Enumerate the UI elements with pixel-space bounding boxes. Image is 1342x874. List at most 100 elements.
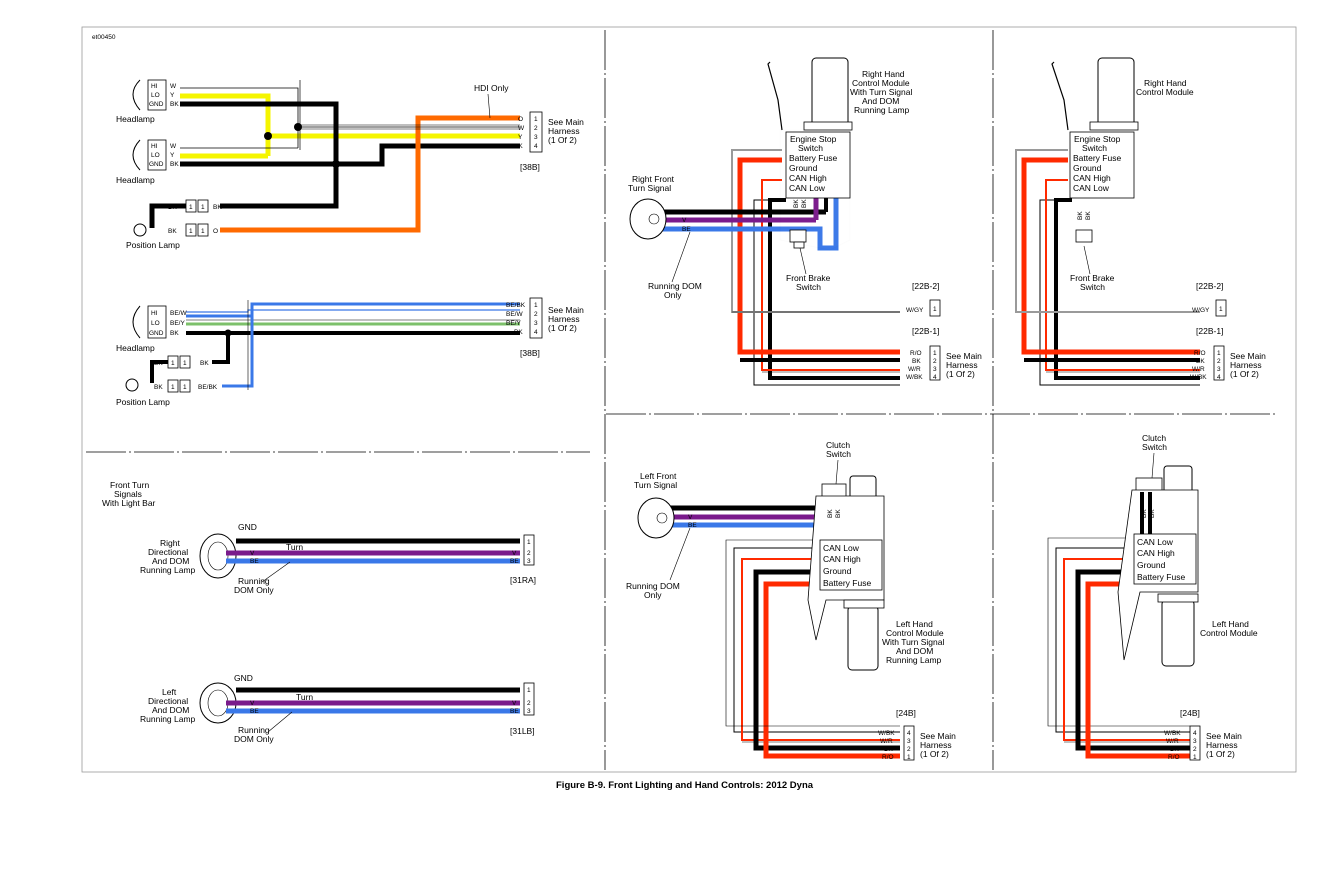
svg-text:BK: BK bbox=[170, 330, 179, 337]
svg-text:4: 4 bbox=[1217, 374, 1221, 381]
svg-text:R/O: R/O bbox=[882, 754, 894, 761]
svg-text:BK: BK bbox=[1170, 746, 1179, 753]
svg-text:2: 2 bbox=[933, 358, 937, 365]
svg-text:3: 3 bbox=[1193, 738, 1197, 745]
svg-text:CAN Low: CAN Low bbox=[1073, 183, 1110, 193]
svg-text:BK: BK bbox=[1085, 211, 1092, 220]
svg-text:[38B]: [38B] bbox=[520, 162, 540, 172]
svg-text:[31RA]: [31RA] bbox=[510, 575, 536, 585]
svg-text:Right Hand: Right Hand bbox=[1144, 78, 1187, 88]
svg-text:Left Front: Left Front bbox=[640, 471, 677, 481]
svg-text:Ground: Ground bbox=[823, 566, 852, 576]
svg-text:Turn Signal: Turn Signal bbox=[628, 183, 671, 193]
svg-text:Control Module: Control Module bbox=[1200, 628, 1258, 638]
right-directional: Right Directional And DOM Running Lamp G… bbox=[140, 522, 536, 595]
svg-text:Position Lamp: Position Lamp bbox=[116, 397, 170, 407]
svg-text:1: 1 bbox=[189, 228, 193, 235]
svg-text:BK: BK bbox=[154, 360, 163, 367]
splice-dot bbox=[294, 123, 302, 131]
svg-text:Switch: Switch bbox=[1080, 282, 1105, 292]
svg-text:[38B]: [38B] bbox=[520, 348, 540, 358]
svg-text:See Main: See Main bbox=[548, 305, 584, 315]
svg-text:W/BK: W/BK bbox=[878, 730, 895, 737]
svg-text:Only: Only bbox=[664, 290, 682, 300]
svg-text:V: V bbox=[250, 700, 255, 707]
svg-text:BK: BK bbox=[170, 101, 179, 108]
wire-yellow bbox=[180, 93, 520, 139]
svg-text:1: 1 bbox=[183, 384, 187, 391]
svg-text:[22B-2]: [22B-2] bbox=[912, 281, 939, 291]
svg-text:(1 Of 2): (1 Of 2) bbox=[946, 369, 975, 379]
svg-text:HI: HI bbox=[151, 143, 158, 150]
svg-text:BK: BK bbox=[801, 199, 808, 208]
svg-text:BK: BK bbox=[1196, 358, 1205, 365]
svg-text:BK: BK bbox=[884, 746, 893, 753]
svg-text:With Turn Signal: With Turn Signal bbox=[850, 87, 912, 97]
figure-id: et00450 bbox=[92, 34, 116, 41]
svg-text:W/GY: W/GY bbox=[1192, 307, 1210, 314]
svg-text:BE: BE bbox=[510, 708, 519, 715]
svg-text:Ground: Ground bbox=[1073, 163, 1102, 173]
svg-text:2: 2 bbox=[534, 125, 538, 132]
svg-text:O: O bbox=[213, 228, 218, 235]
svg-text:(1 Of 2): (1 Of 2) bbox=[1206, 749, 1235, 759]
svg-text:Running: Running bbox=[238, 576, 270, 586]
right-hand-panel: Right Hand Control Module Engine Stop Sw… bbox=[1015, 57, 1266, 386]
svg-text:2: 2 bbox=[907, 746, 911, 753]
svg-text:BK: BK bbox=[682, 209, 691, 216]
svg-text:(1 Of 2): (1 Of 2) bbox=[548, 135, 577, 145]
svg-text:BE: BE bbox=[682, 226, 691, 233]
svg-text:Running Lamp: Running Lamp bbox=[854, 105, 910, 115]
svg-text:W/R: W/R bbox=[1192, 366, 1205, 373]
splice-dot bbox=[332, 160, 340, 168]
svg-text:Ground: Ground bbox=[789, 163, 818, 173]
svg-text:BK: BK bbox=[170, 161, 179, 168]
svg-text:HI: HI bbox=[151, 310, 158, 317]
svg-text:Switch: Switch bbox=[1082, 143, 1107, 153]
svg-text:See Main: See Main bbox=[1206, 731, 1242, 741]
svg-text:BE/W: BE/W bbox=[506, 311, 523, 318]
svg-text:4: 4 bbox=[534, 143, 538, 150]
svg-text:BK: BK bbox=[250, 538, 259, 545]
svg-text:BK: BK bbox=[510, 538, 519, 545]
svg-text:BK: BK bbox=[200, 360, 209, 367]
svg-text:Y: Y bbox=[170, 152, 175, 159]
svg-text:CAN High: CAN High bbox=[1073, 173, 1111, 183]
svg-text:W/GY: W/GY bbox=[906, 307, 924, 314]
svg-text:Running Lamp: Running Lamp bbox=[140, 714, 196, 724]
svg-text:Running DOM: Running DOM bbox=[648, 281, 702, 291]
lamp-body bbox=[132, 79, 141, 111]
svg-text:Battery Fuse: Battery Fuse bbox=[1137, 572, 1185, 582]
svg-text:(1 Of 2): (1 Of 2) bbox=[1230, 369, 1259, 379]
svg-text:V: V bbox=[512, 700, 517, 707]
svg-text:CAN High: CAN High bbox=[789, 173, 827, 183]
svg-text:Control Module: Control Module bbox=[886, 628, 944, 638]
svg-text:BE/W: BE/W bbox=[170, 310, 187, 317]
svg-text:V: V bbox=[512, 550, 517, 557]
svg-text:Engine Stop: Engine Stop bbox=[790, 134, 837, 144]
svg-text:LO: LO bbox=[151, 152, 160, 159]
svg-text:[24B]: [24B] bbox=[896, 708, 916, 718]
svg-text:Y: Y bbox=[518, 134, 523, 141]
svg-text:BE/BK: BE/BK bbox=[506, 302, 526, 309]
svg-text:2: 2 bbox=[527, 550, 531, 557]
svg-text:Harness: Harness bbox=[548, 314, 580, 324]
svg-text:3: 3 bbox=[534, 134, 538, 141]
svg-text:GND: GND bbox=[149, 101, 164, 108]
svg-text:1: 1 bbox=[933, 306, 937, 313]
svg-text:LO: LO bbox=[151, 92, 160, 99]
svg-text:4: 4 bbox=[933, 374, 937, 381]
svg-text:BK: BK bbox=[514, 329, 523, 336]
svg-text:V: V bbox=[250, 550, 255, 557]
svg-text:See Main: See Main bbox=[548, 117, 584, 127]
svg-text:BE: BE bbox=[250, 558, 259, 565]
svg-text:CAN High: CAN High bbox=[823, 554, 861, 564]
svg-text:Y: Y bbox=[170, 92, 175, 99]
svg-text:1: 1 bbox=[1217, 350, 1221, 357]
wire-black bbox=[150, 360, 168, 383]
headlamp-hdi: HI LO GND BE/W BE/Y BK Headlamp bbox=[116, 305, 187, 353]
connector-38b-lower: 1 2 3 4 BE/BK BE/W BE/Y BK See Main Harn… bbox=[506, 297, 584, 358]
svg-text:Left Hand: Left Hand bbox=[1212, 619, 1249, 629]
svg-text:1: 1 bbox=[1193, 754, 1197, 761]
